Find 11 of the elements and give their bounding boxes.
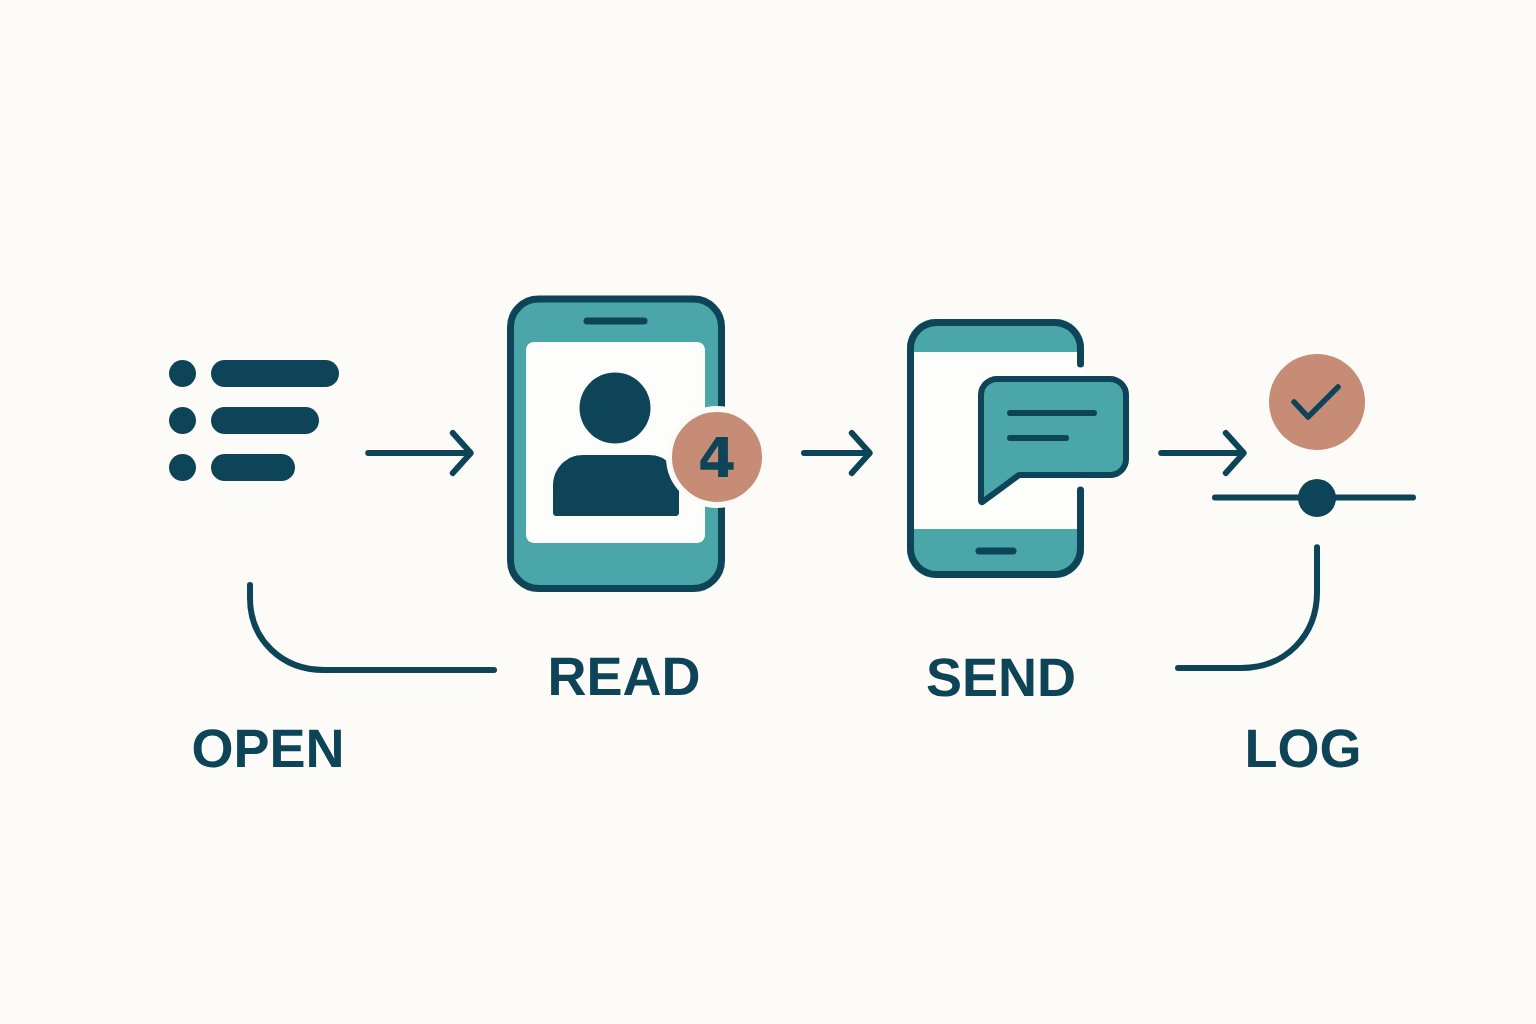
list-icon (169, 360, 339, 481)
step-label: READ (551, 657, 699, 695)
arrow (365, 430, 474, 476)
connector-line (1175, 544, 1320, 671)
count-badge: 4 (666, 406, 768, 508)
step-label: OPEN (193, 729, 341, 768)
step-label: SEND (927, 658, 1074, 697)
check-icon (1269, 354, 1365, 450)
step-label: LOG (1248, 729, 1359, 768)
phone-chat-icon (907, 319, 1129, 578)
timeline-dot (1298, 479, 1336, 517)
